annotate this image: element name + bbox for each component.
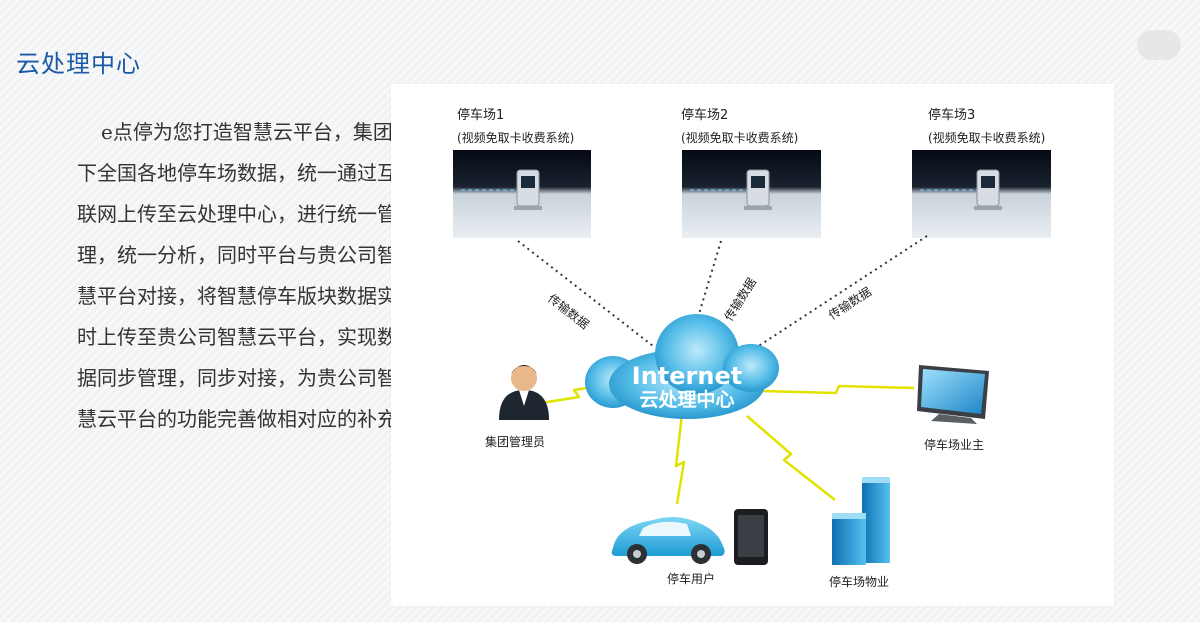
cloud-line-2: 云处理中心: [639, 388, 734, 411]
parking-lot-2-name: 停车场2: [681, 107, 728, 123]
data-link-1: [517, 240, 654, 347]
decorative-pill: [1137, 30, 1181, 60]
parking-lot-2-photo: [682, 150, 821, 238]
parking-lot-3-name: 停车场3: [928, 107, 975, 123]
data-link-2: [695, 240, 722, 325]
architecture-diagram: 停车场1 (视频免取卡收费系统) 停车场2 (视频免取卡收费系统) 停车场3 (…: [391, 84, 1114, 606]
description-paragraph: e点停为您打造智慧云平台，集团下全国各地停车场数据，统一通过互联网上传至云处理中…: [77, 120, 397, 431]
data-link-3-label: 传输数据: [825, 284, 873, 323]
monitor-icon: [917, 365, 989, 424]
node-lot-owner: 停车场业主: [924, 437, 984, 452]
lightning-link-owner: [760, 384, 915, 395]
node-property: 停车场物业: [829, 574, 889, 589]
node-group-admin: 集团管理员: [485, 434, 545, 449]
lightning-link-user: [674, 413, 686, 505]
parking-lot-1-name: 停车场1: [457, 107, 504, 123]
cloud-line-1: Internet: [632, 362, 742, 390]
data-link-3: [753, 235, 928, 350]
lightning-link-property: [746, 415, 836, 501]
cloud-center-icon: Internet 云处理中心: [585, 314, 779, 419]
parking-lot-1-photo: [453, 150, 591, 238]
parking-lot-2-system: (视频免取卡收费系统): [681, 130, 798, 145]
page-title: 云处理中心: [16, 50, 141, 78]
phone-icon: [734, 509, 768, 565]
node-parking-user: 停车用户: [667, 571, 715, 586]
admin-person-icon: [499, 365, 549, 420]
building-icon: [832, 477, 890, 565]
parking-lot-3-system: (视频免取卡收费系统): [928, 130, 1045, 145]
parking-lot-3-photo: [912, 150, 1051, 238]
data-link-2-label: 传输数据: [721, 275, 759, 324]
car-icon: [611, 517, 725, 564]
parking-lot-1-system: (视频免取卡收费系统): [457, 130, 574, 145]
data-link-1-label: 传输数据: [545, 291, 592, 332]
diagram-canvas: 停车场1 (视频免取卡收费系统) 停车场2 (视频免取卡收费系统) 停车场3 (…: [453, 107, 1051, 589]
